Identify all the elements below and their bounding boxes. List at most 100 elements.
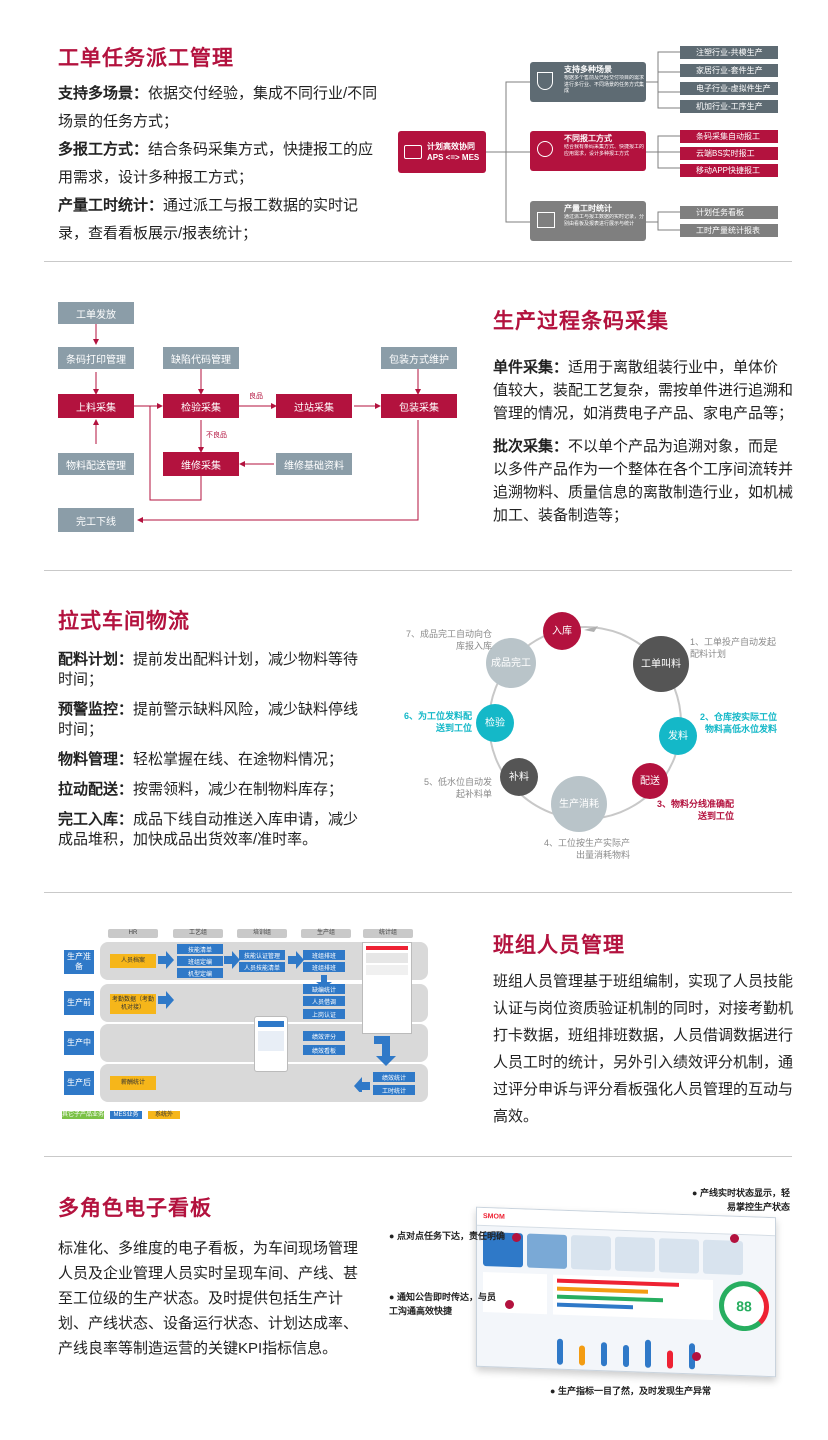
leaf-item: 注塑行业-共模生产 [680, 46, 778, 59]
gear-icon [537, 141, 553, 157]
cycle-label: 1、工单投产自动发起配料计划 [690, 637, 777, 659]
monitor-icon [404, 145, 422, 159]
dashboard-gauge: 88 [719, 1280, 769, 1332]
mobile-screen-thumbnail [254, 1016, 288, 1072]
section-divider [44, 1156, 792, 1157]
section-divider [44, 261, 792, 262]
leaf-item: 移动APP快捷报工 [680, 164, 778, 177]
node-replenish: 补料 [500, 758, 538, 796]
branch-title: 不同报工方式 [564, 134, 612, 143]
node-delivery: 配送 [632, 763, 668, 799]
row-tag: 生产中 [64, 1031, 94, 1055]
flow-completion: 完工下线 [58, 508, 134, 532]
row-tag: 生产后 [64, 1071, 94, 1095]
flow-packing-method: 包装方式维护 [381, 347, 457, 369]
train-item: 技能认证管理 [239, 950, 285, 960]
callout-marker [692, 1352, 701, 1361]
leaf-item: 条码采集自动报工 [680, 130, 778, 143]
callout-notice: ● 通知公告即时传达，与员工沟通高效快捷 [389, 1292, 496, 1316]
dashboard-mock: SMOM 88 [476, 1206, 776, 1378]
callout-line-status: ● 产线实时状态显示，轻易掌控生产状态 [692, 1188, 790, 1212]
section1-body: 支持多场景：依据交付经验，集成不同行业/不同场景的任务方式； 多报工方式：结合条… [58, 80, 388, 248]
callout-marker [505, 1300, 514, 1309]
callout-indicators: ● 生产指标一目了然，及时发现生产异常 [550, 1386, 711, 1396]
node-finished: 成品完工 [486, 638, 536, 688]
section3-title: 拉式车间物流 [58, 610, 190, 633]
node-issue: 发料 [659, 717, 697, 755]
dashboard-logo: SMOM [483, 1213, 505, 1221]
hr-salary: 薪酬统计 [110, 1076, 156, 1090]
dispatch-diagram-lines [486, 51, 680, 231]
callout-marker [512, 1233, 521, 1242]
section4-title: 班组人员管理 [493, 934, 625, 957]
root-line2: APS <=> MES [427, 153, 480, 162]
dashboard-tile [571, 1235, 611, 1271]
section-divider [44, 570, 792, 571]
column-tag: 培训组 [237, 929, 287, 938]
prod-mid-item: 绩效看板 [303, 1045, 345, 1055]
prod-mid-item: 人员借调 [303, 996, 345, 1006]
section2-body: 单件采集：适用于离散组装行业中，单体价值较大，装配工艺复杂，需按单件进行追溯和管… [493, 356, 793, 527]
section3-item: 配料计划：提前发出配料计划，减少物料等待时间； [58, 651, 359, 688]
flow-inspection: 检验采集 [163, 394, 239, 418]
section3-item: 拉动配送：按需领料，减少在制物料库存； [58, 781, 344, 798]
dashboard-bars [553, 1274, 713, 1321]
dashboard-tile [703, 1239, 743, 1276]
section3-body: 配料计划：提前发出配料计划，减少物料等待时间； 预警监控：提前警示缺料风险，减少… [58, 650, 363, 850]
section4-body: 班组人员管理基于班组编制，实现了人员技能认证与岗位资质验证机制的同时，对接考勤机… [493, 973, 794, 1125]
stat-item: 工时统计 [373, 1085, 415, 1095]
branch-stats: 产量工时统计 通过派工与报工数据的实时记录，分别由看板及报表进行展示与统计 [530, 201, 646, 241]
callout-task: ● 点对点任务下达，责任明确 [389, 1231, 505, 1241]
cycle-label: 3、物料分线准确配送到工位 [656, 799, 734, 821]
leaf-item: 机加行业-工序生产 [680, 100, 778, 113]
branch-desc: 根据多个售前及已经交付项目的需求进行多行业、不同场景的任务方式集成 [564, 75, 644, 94]
legend-external: 系统外 [148, 1111, 180, 1119]
prod-prep-item: 班组排班 [303, 962, 345, 972]
flow-bad-label: 不良品 [206, 432, 227, 439]
column-tag: 统计组 [363, 929, 413, 938]
section2-item: 批次采集：不以单个产品为追溯对象，而是以多件产品作为一个整体在各个工序间流转并追… [493, 438, 794, 524]
stat-item: 绩效统计 [373, 1072, 415, 1082]
leaf-item: 家居行业-套件生产 [680, 64, 778, 77]
flow-dispatch: 工单发放 [58, 302, 134, 324]
node-order-request: 工单叫料 [633, 636, 689, 692]
legend-mes: MES业务 [110, 1111, 142, 1119]
legend-other: 其它子产品业务 [62, 1111, 105, 1119]
section3-item: 物料管理：轻松掌握在线、在途物料情况； [58, 751, 344, 768]
node-inspection: 检验 [476, 704, 514, 742]
cycle-label: 7、成品完工自动向仓库报入库 [405, 629, 492, 651]
flow-repair-data: 维修基础资料 [276, 453, 352, 475]
branch-scenes: 支持多种场景 根据多个售前及已经交付项目的需求进行多行业、不同场景的任务方式集成 [530, 62, 646, 102]
barcode-flow-lines [93, 324, 421, 523]
flow-barcode-print: 条码打印管理 [58, 347, 134, 369]
section1-title: 工单任务派工管理 [58, 47, 234, 70]
root-line1: 计划高效协同 [427, 142, 475, 151]
branch-title: 支持多种场景 [564, 65, 612, 74]
branch-desc: 通过派工与报工数据的实时记录，分别由看板及报表进行展示与统计 [564, 214, 644, 227]
node-consumption: 生产消耗 [551, 776, 607, 832]
row-tag: 生产前 [64, 991, 94, 1015]
flow-feeding: 上料采集 [58, 394, 134, 418]
craft-item: 机型定编 [177, 968, 223, 978]
hr-attendance: 考勤数据（考勤机对接） [110, 994, 156, 1014]
section1-item: 产量工时统计：通过派工与报工数据的实时记录，查看看板展示/报表统计； [58, 197, 359, 242]
flow-pass-station: 过站采集 [276, 394, 352, 418]
column-tag: 生产组 [301, 929, 351, 938]
prod-mid-item: 上岗认证 [303, 1009, 345, 1019]
section5-title: 多角色电子看板 [58, 1197, 212, 1220]
leaf-item: 电子行业-虚拟件生产 [680, 82, 778, 95]
branch-report: 不同报工方式 结合我有条码采集方式、快捷报工的应用需求，设计多种报工方式 [530, 131, 646, 171]
branch-desc: 结合我有条码采集方式、快捷报工的应用需求，设计多种报工方式 [564, 144, 644, 157]
leaf-item: 计划任务看板 [680, 206, 778, 219]
flow-defect-code: 缺陷代码管理 [163, 347, 239, 369]
branch-title: 产量工时统计 [564, 204, 612, 213]
leaf-item: 云端BS实时报工 [680, 147, 778, 160]
prod-mid-item: 绩效评分 [303, 1031, 345, 1041]
hr-profile: 人员档案 [110, 954, 156, 968]
cycle-label: 6、为工位发料配送到工位 [403, 711, 472, 733]
row-tag: 生产准备 [64, 950, 94, 974]
flow-good-label: 良品 [249, 393, 263, 400]
section1-item: 支持多场景：依据交付经验，集成不同行业/不同场景的任务方式； [58, 85, 378, 130]
section2-item: 单件采集：适用于离散组装行业中，单体价值较大，装配工艺复杂，需按单件进行追溯和管… [493, 359, 794, 422]
prod-prep-item: 班组排班 [303, 950, 345, 960]
